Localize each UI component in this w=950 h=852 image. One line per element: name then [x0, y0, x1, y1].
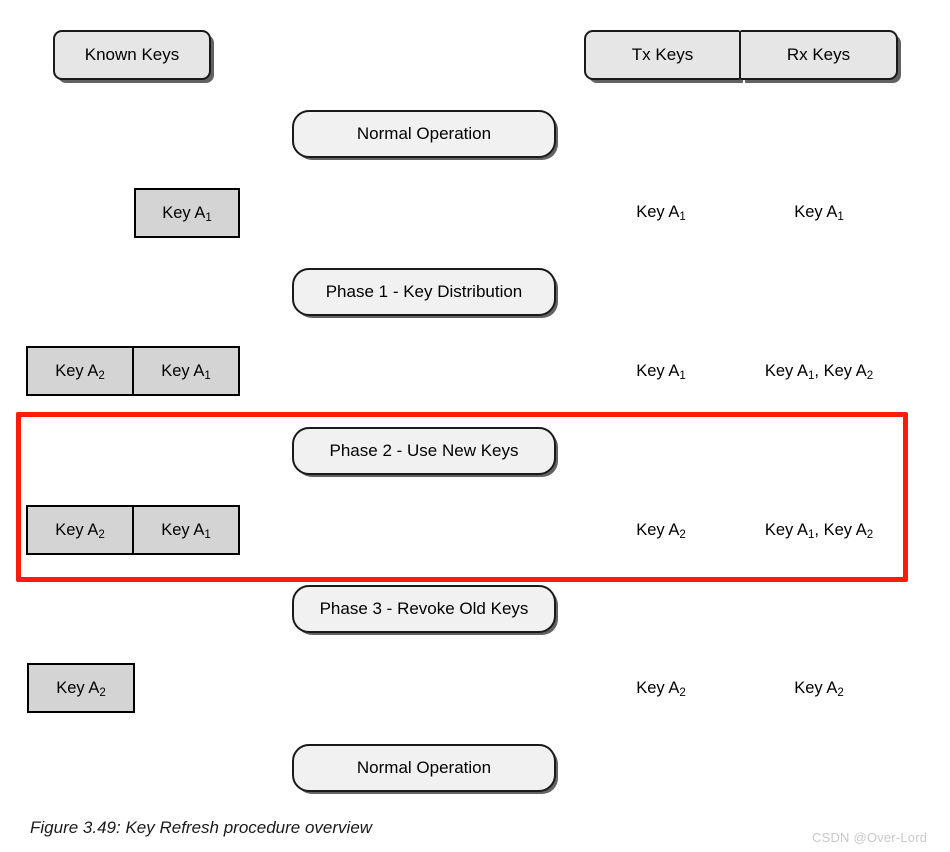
key-cell-label: Key A2 — [56, 678, 106, 700]
phase-box-normal-operation-bottom: Normal Operation — [292, 744, 556, 792]
tx-key-text: Key A1 — [636, 362, 686, 383]
rx-key-text: Key A1 — [794, 203, 844, 224]
figure-caption: Figure 3.49: Key Refresh procedure overv… — [30, 818, 373, 837]
phase-box-normal-operation-top: Normal Operation — [292, 110, 556, 158]
known-keys-label: Known Keys — [84, 44, 180, 64]
tx-key-text: Key A2 — [636, 521, 686, 542]
tx-key-text: Key A1 — [636, 203, 686, 224]
key-cell-label: Key A2 — [55, 520, 105, 542]
key-cell: Key A1 — [133, 346, 240, 396]
tx-keys-box: Tx Keys — [584, 30, 740, 80]
key-cell: Key A1 — [134, 188, 240, 238]
key-cell-label: Key A1 — [161, 361, 211, 383]
rx-keys-label: Rx Keys — [786, 44, 851, 64]
phase-label: Phase 3 - Revoke Old Keys — [319, 598, 529, 618]
key-cell-label: Key A1 — [161, 520, 211, 542]
watermark: CSDN @Over-Lord — [812, 830, 928, 845]
key-cell-label: Key A2 — [55, 361, 105, 383]
key-cell: Key A1 — [133, 505, 240, 555]
tx-key-text: Key A2 — [636, 679, 686, 700]
known-keys-box: Known Keys — [53, 30, 211, 80]
key-cell: Key A2 — [26, 346, 133, 396]
key-cell: Key A2 — [26, 505, 133, 555]
phase-label: Phase 1 - Key Distribution — [325, 281, 523, 301]
rx-key-text: Key A2 — [794, 679, 844, 700]
phase-label: Normal Operation — [356, 757, 492, 777]
key-cell-label: Key A1 — [162, 203, 212, 225]
rx-keys-box: Rx Keys — [740, 30, 898, 80]
key-cell: Key A2 — [27, 663, 135, 713]
phase-box-key-distribution: Phase 1 - Key Distribution — [292, 268, 556, 316]
tx-keys-label: Tx Keys — [631, 44, 694, 64]
phase-box-revoke-old-keys: Phase 3 - Revoke Old Keys — [292, 585, 556, 633]
phase-label: Normal Operation — [356, 123, 492, 143]
rx-key-text: Key A1, Key A2 — [764, 362, 874, 383]
phase-box-use-new-keys: Phase 2 - Use New Keys — [292, 427, 556, 475]
rx-key-text: Key A1, Key A2 — [764, 521, 874, 542]
phase-label: Phase 2 - Use New Keys — [329, 440, 519, 460]
